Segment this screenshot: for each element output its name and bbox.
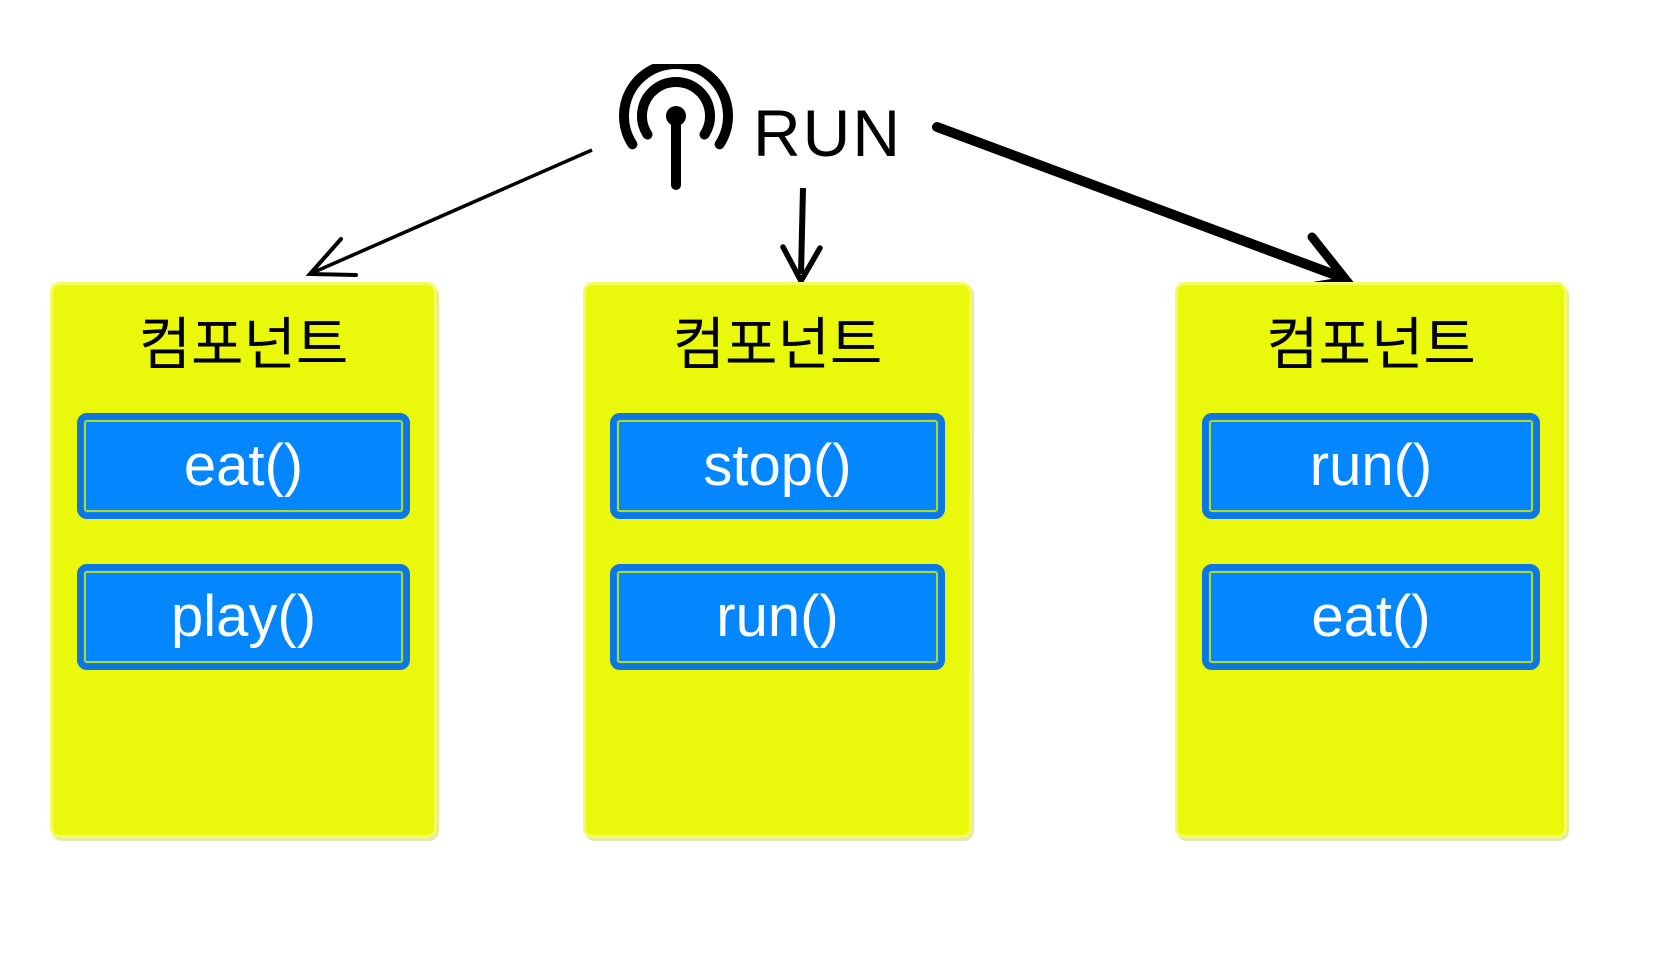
arrow-to-component-2 <box>780 187 823 287</box>
method-button-run: run() <box>610 563 945 670</box>
component-card-3: 컴포넌트 run() eat() <box>1175 282 1567 838</box>
method-button-eat: eat() <box>77 412 410 519</box>
component-title: 컴포넌트 <box>138 313 349 377</box>
arrow-to-component-1 <box>305 148 593 277</box>
method-button-run: run() <box>1202 412 1540 519</box>
broadcast-icon <box>619 64 733 190</box>
component-card-1: 컴포넌트 eat() play() <box>50 282 437 838</box>
component-title: 컴포넌트 <box>1266 313 1476 377</box>
event-label: RUN <box>753 96 902 170</box>
arrow-to-component-3 <box>932 122 1356 295</box>
method-button-stop: stop() <box>610 412 945 519</box>
method-button-play: play() <box>77 563 410 670</box>
component-title: 컴포넌트 <box>672 313 883 377</box>
component-card-2: 컴포넌트 stop() run() <box>583 282 972 838</box>
method-button-eat: eat() <box>1202 563 1540 670</box>
